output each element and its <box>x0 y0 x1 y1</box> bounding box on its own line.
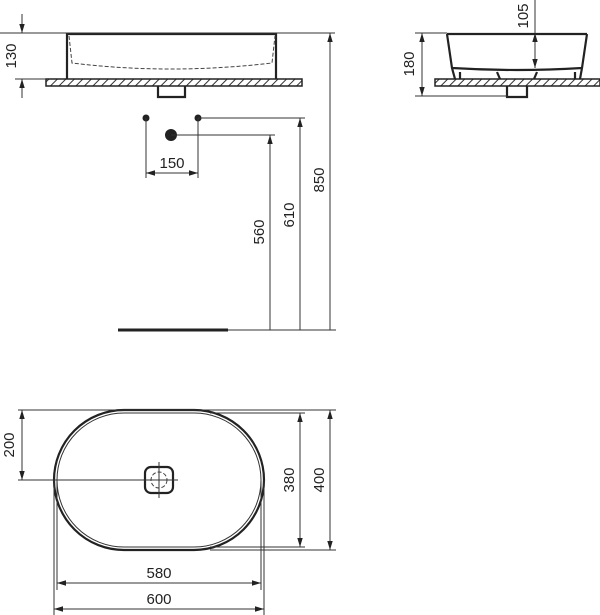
countertop <box>45 78 303 87</box>
front-view: 130 150 560 610 850 <box>0 14 336 332</box>
dim-580: 580 <box>146 565 171 582</box>
dim-200: 200 <box>1 432 18 457</box>
plan-view: 200 380 400 580 600 <box>1 408 336 615</box>
countertop-side <box>434 78 600 87</box>
dim-130: 130 <box>3 43 20 68</box>
dim-600: 600 <box>146 591 171 608</box>
side-view: 180 105 <box>401 0 600 99</box>
dim-180: 180 <box>401 51 418 76</box>
dim-850: 850 <box>311 167 328 192</box>
dim-560: 560 <box>251 219 268 244</box>
basin-outline <box>65 32 278 79</box>
drain-side <box>505 86 529 99</box>
dim-150: 150 <box>159 155 184 172</box>
drain <box>156 86 187 99</box>
dim-610: 610 <box>281 202 298 227</box>
basin-feet <box>458 71 577 80</box>
dim-105: 105 <box>515 3 532 28</box>
dim-380: 380 <box>281 467 298 492</box>
dim-400: 400 <box>311 467 328 492</box>
basin-side-outline <box>445 32 589 80</box>
basin-inner-dashed <box>68 35 276 70</box>
